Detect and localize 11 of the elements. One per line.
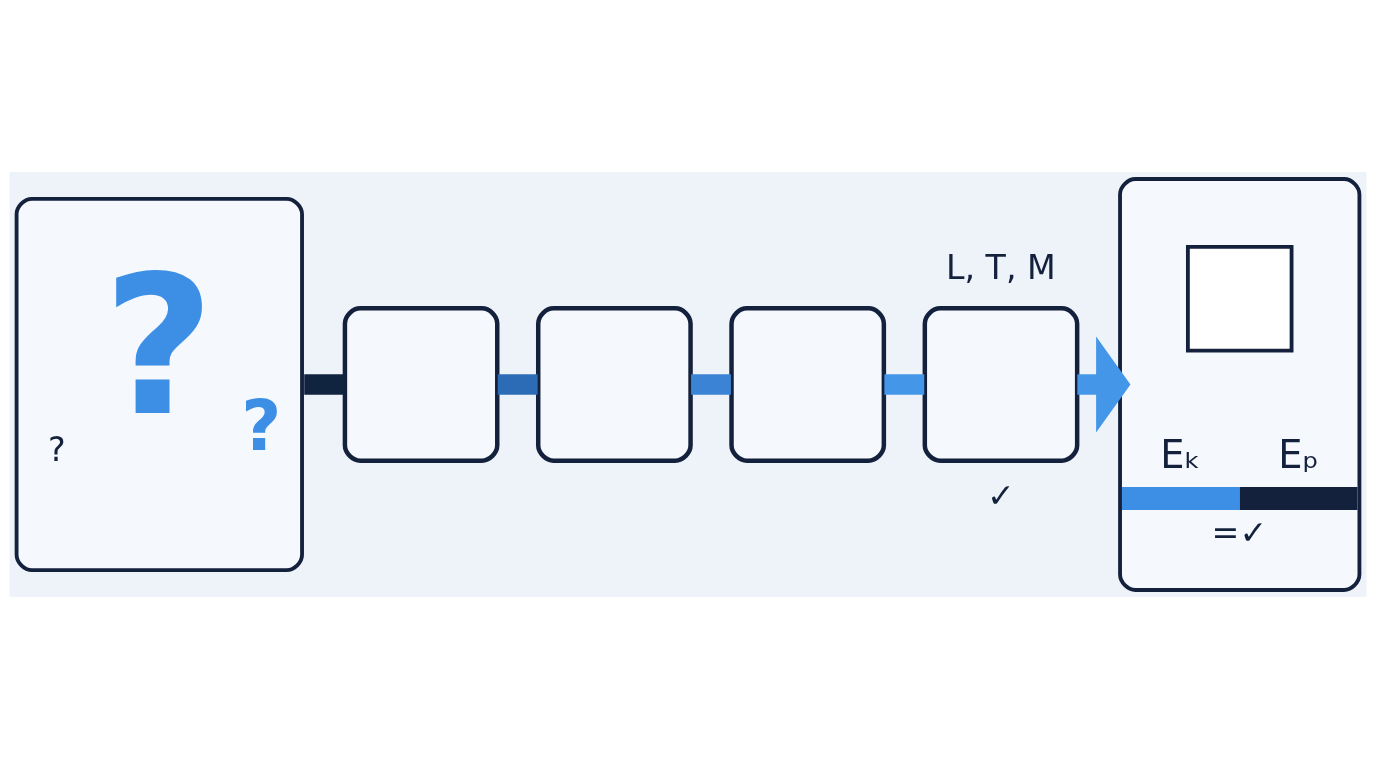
arrow — [1077, 335, 1131, 433]
connector — [497, 373, 538, 395]
connector — [691, 373, 731, 395]
node-box — [342, 305, 500, 463]
node-box — [729, 305, 887, 463]
node-label: ✓ — [986, 475, 1015, 514]
node-box — [922, 305, 1080, 463]
node-label: L, T, M — [945, 247, 1056, 287]
node-box — [536, 305, 693, 463]
connector — [304, 373, 345, 395]
connector — [884, 373, 925, 395]
